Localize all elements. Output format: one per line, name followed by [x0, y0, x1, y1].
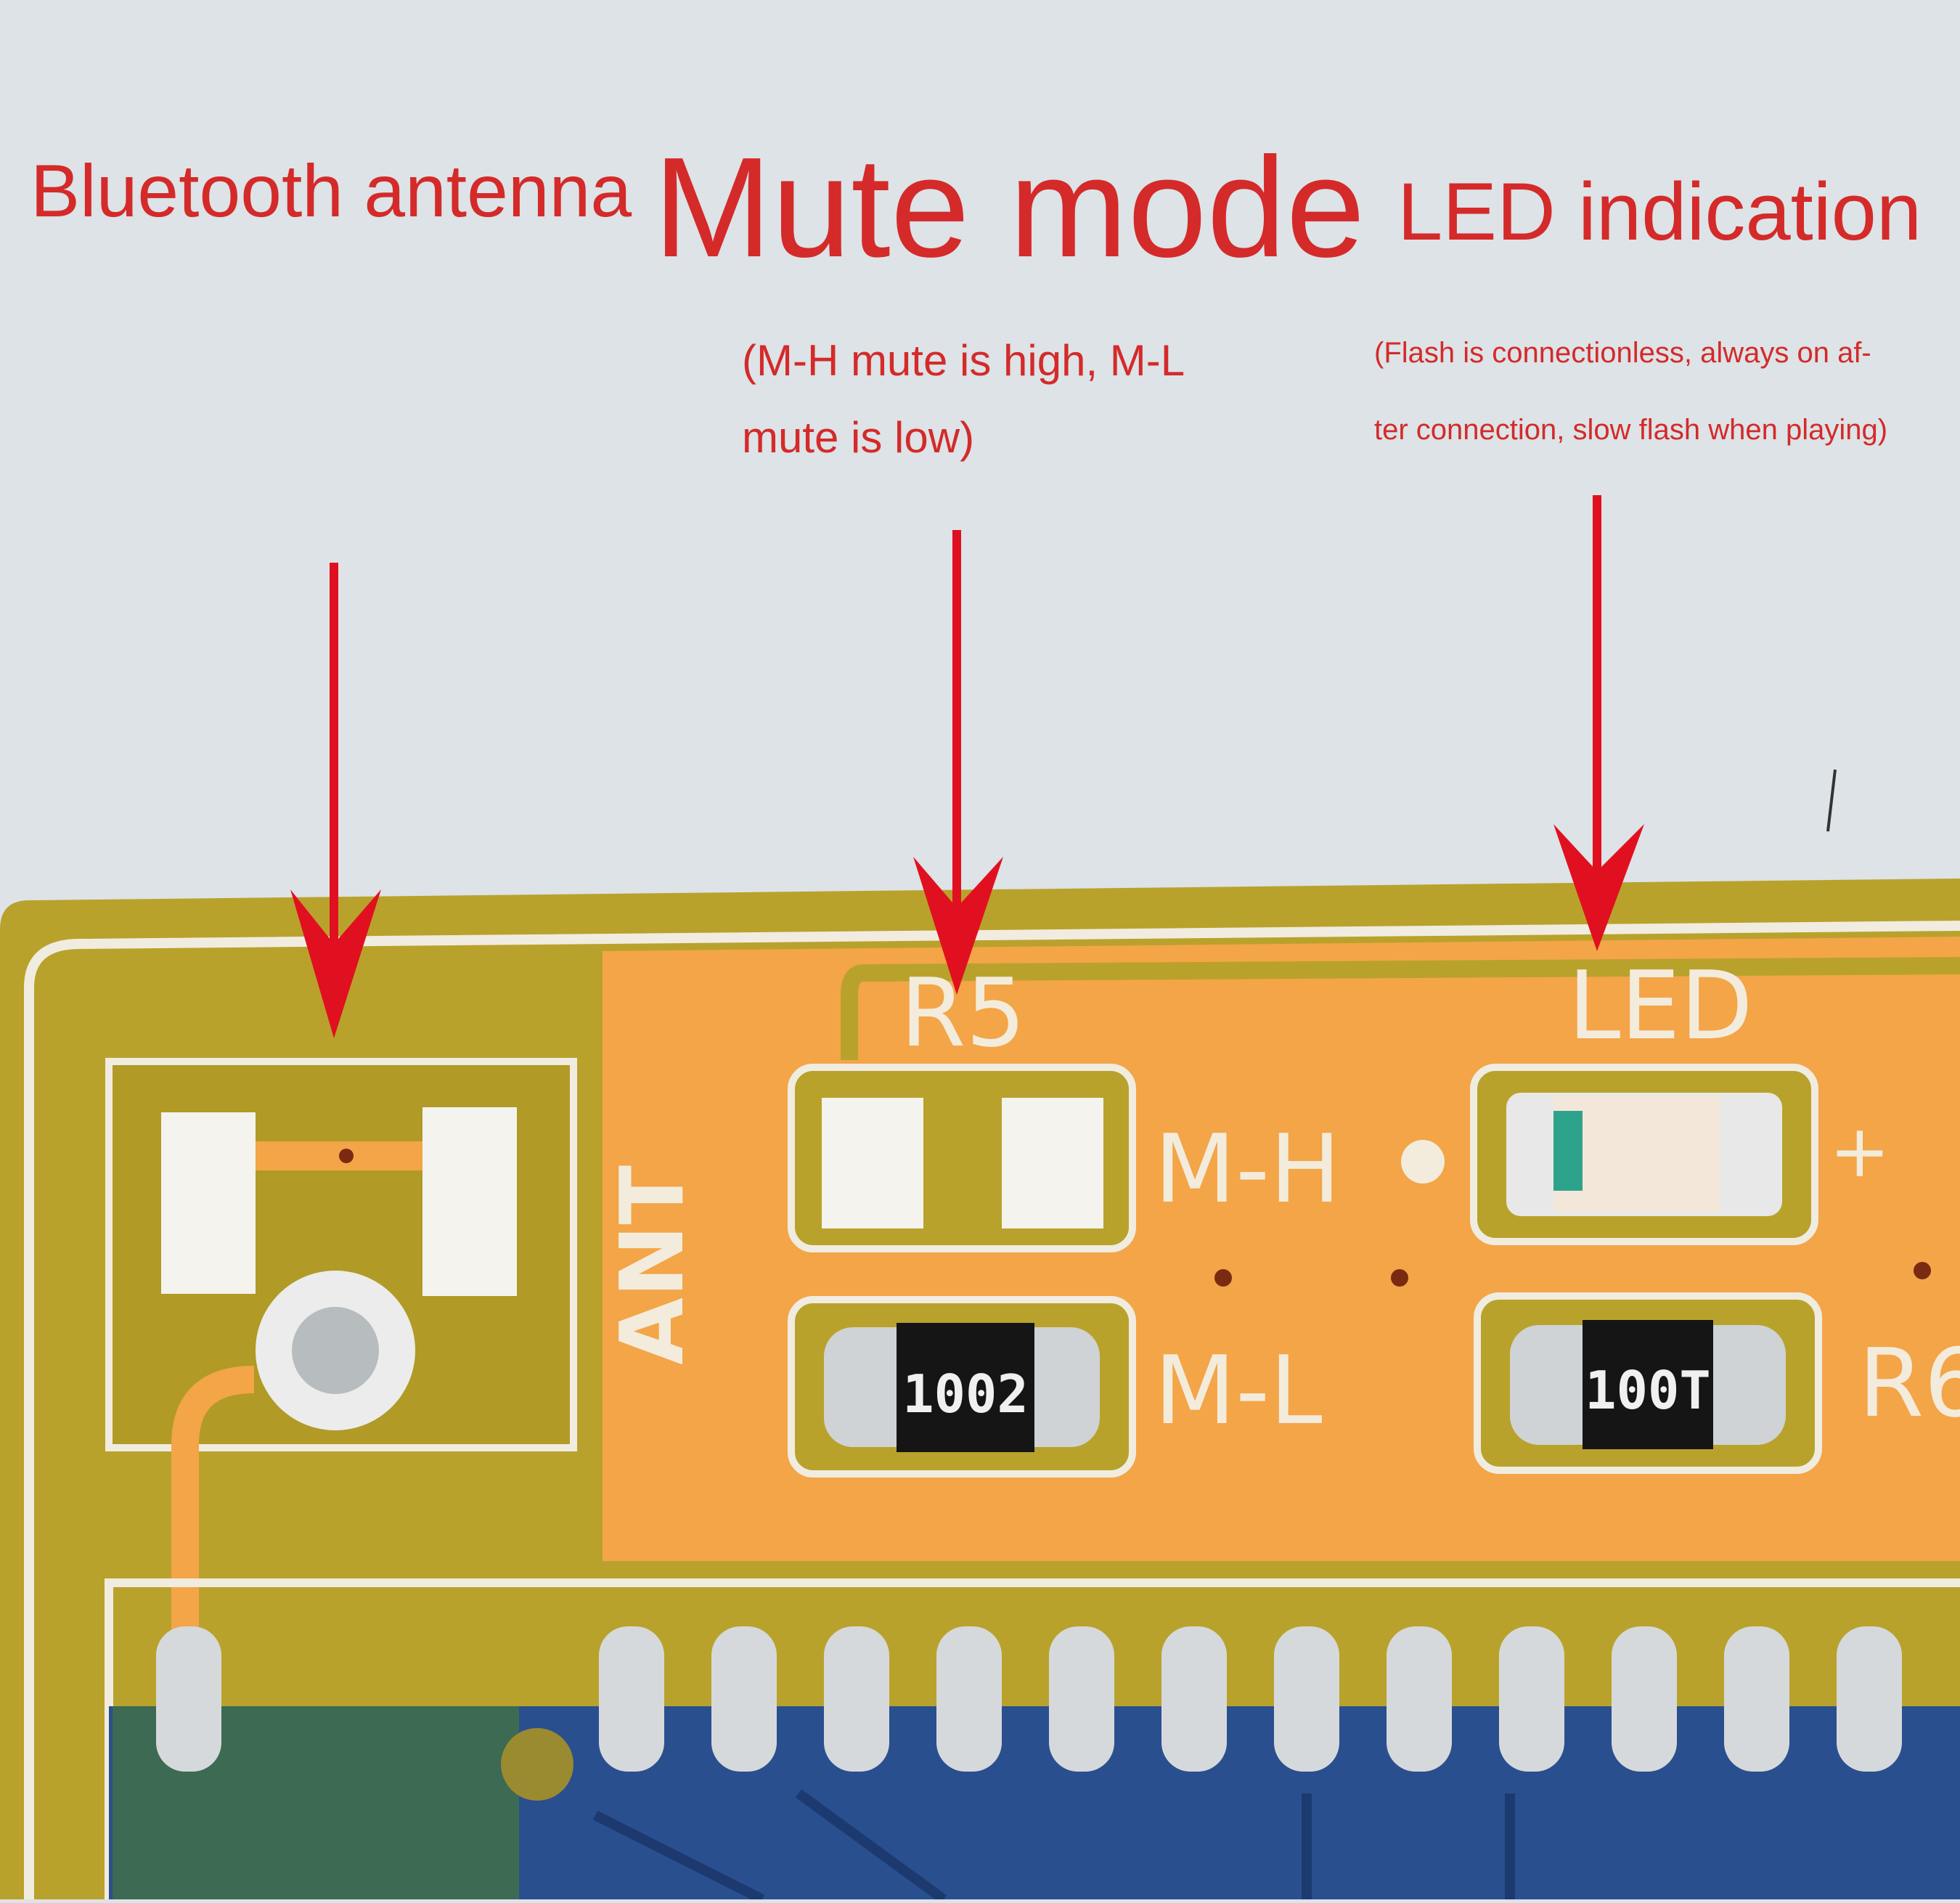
module-pin: [1274, 1626, 1339, 1772]
antenna-feed-trace: [171, 1366, 255, 1899]
module-pins: [156, 1626, 1902, 1772]
module-pin: [599, 1626, 664, 1772]
module-pin: [156, 1626, 221, 1772]
module-pin: [936, 1626, 1002, 1772]
mute-high-pad-left: [822, 1098, 923, 1228]
module-pin: [1049, 1626, 1114, 1772]
ant-label: ANT: [603, 1165, 703, 1365]
led-label: LED: [1568, 950, 1753, 1061]
bluetooth-antenna-label: Bluetooth antenna: [30, 150, 632, 232]
module-traces: [592, 1789, 1515, 1903]
stray-mark: [1826, 769, 1837, 832]
antenna-pad-right: [422, 1107, 517, 1296]
antenna-pad-left: [161, 1112, 256, 1294]
module-pin: [1387, 1626, 1452, 1772]
mute-resistor-chip: [897, 1323, 1034, 1452]
via-1: [1214, 1269, 1232, 1287]
board-outline: [24, 921, 1960, 1899]
antenna-via: [339, 1149, 354, 1163]
module-pin: [1612, 1626, 1677, 1772]
m-h-dot: [1401, 1140, 1445, 1183]
mute-high-pad-right: [1002, 1098, 1103, 1228]
led-note-line1: (Flash is connectionless, always on af-: [1374, 337, 1871, 369]
mute-note-line1: (M-H mute is high, M-L: [742, 336, 1185, 385]
led-plus: +: [1829, 1109, 1890, 1194]
led-resistor-chip: [1583, 1320, 1713, 1449]
m-l-label: M-L: [1154, 1335, 1323, 1446]
module-pin: [1837, 1626, 1902, 1772]
led-indication-label: LED indication: [1397, 166, 1922, 257]
antenna-feed-hole: [292, 1307, 379, 1394]
trace-top: [863, 957, 1960, 982]
trace-top-bend: [841, 964, 865, 1060]
module-pin: [1499, 1626, 1564, 1772]
m-h-label: M-H: [1154, 1114, 1341, 1224]
mute-note-line2: mute is low): [742, 413, 975, 462]
r6-partial-label: R6: [1858, 1328, 1960, 1438]
mute-resistor-code: 1002: [902, 1364, 1028, 1425]
via-3: [1914, 1262, 1931, 1279]
mute-mode-label: Mute mode: [653, 128, 1365, 287]
led-note-line2: ter connection, slow flash when playing): [1374, 414, 1888, 446]
arrow-bluetooth-antenna: [290, 563, 381, 1038]
arrow-mute-mode: [913, 530, 1003, 995]
module-hole: [501, 1728, 573, 1801]
led-resistor-code: 100T: [1585, 1360, 1710, 1421]
arrow-led-indication: [1553, 495, 1644, 951]
module-pin: [1724, 1626, 1789, 1772]
module-pin: [711, 1626, 777, 1772]
module-pin: [824, 1626, 889, 1772]
via-2: [1391, 1269, 1408, 1287]
led-cathode-mark: [1553, 1111, 1583, 1191]
module-pin: [1161, 1626, 1227, 1772]
